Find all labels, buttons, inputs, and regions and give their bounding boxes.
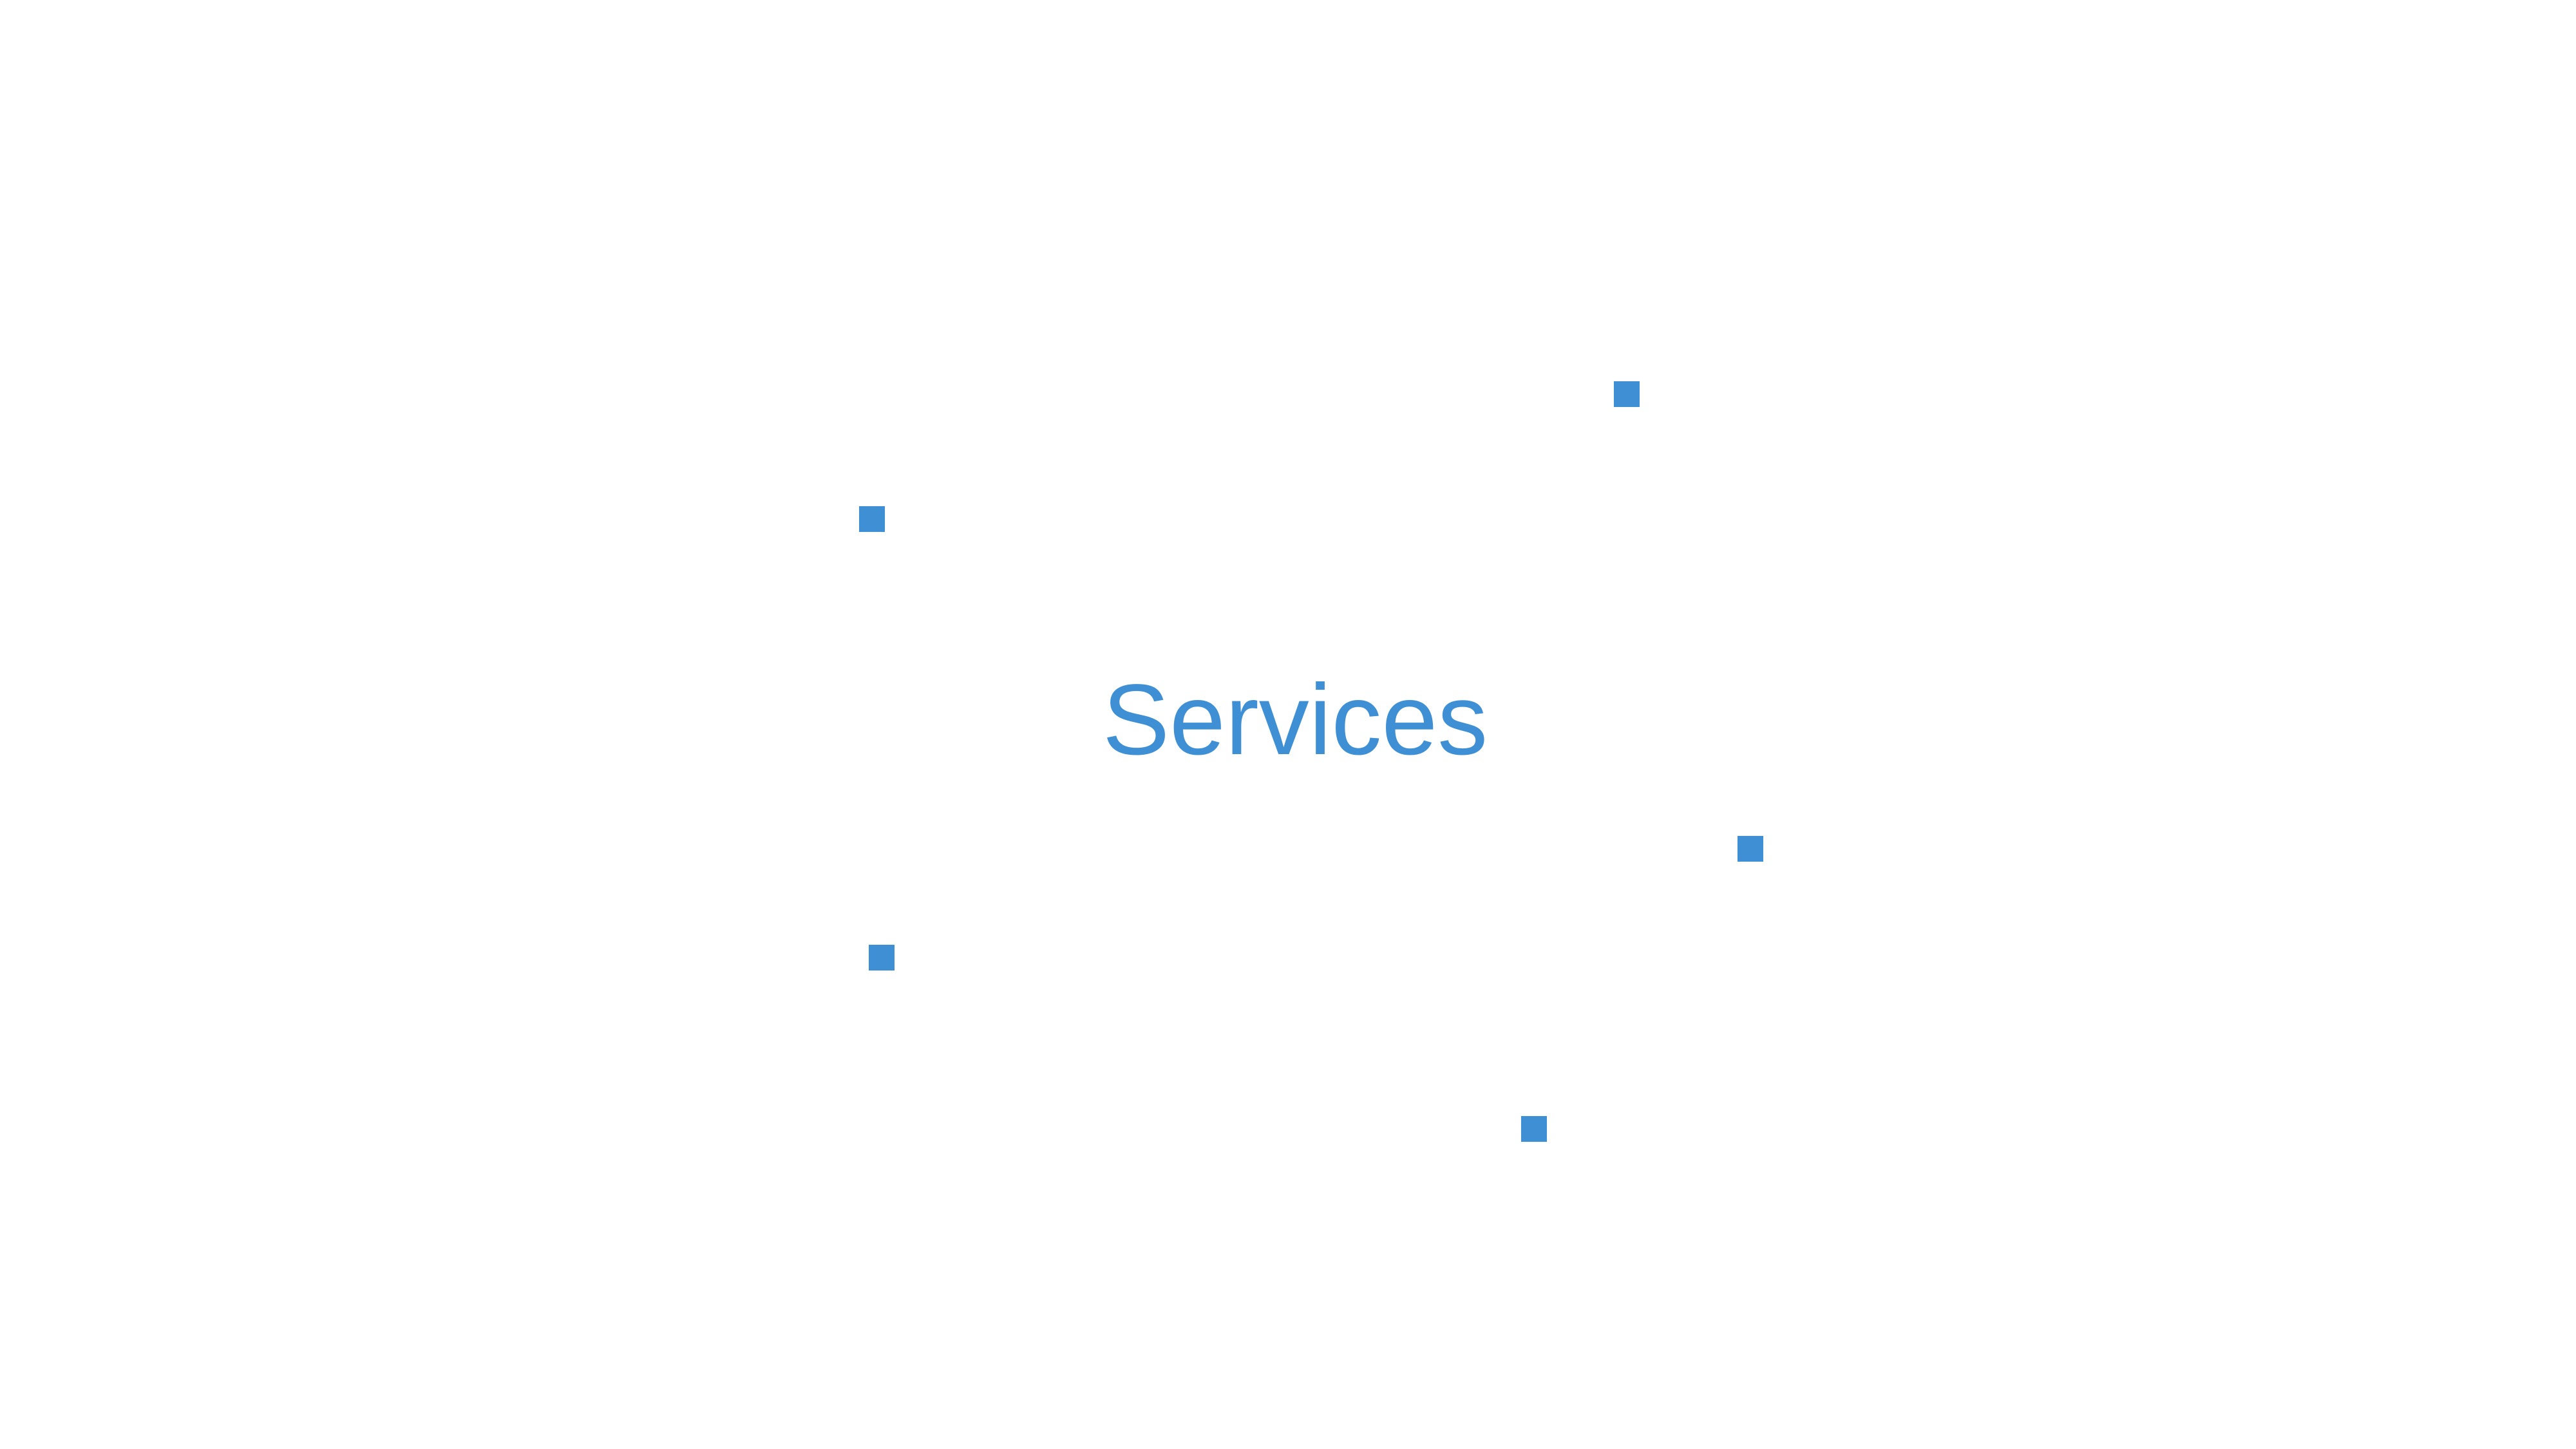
node-marker: [1738, 836, 1763, 862]
center-label: Services: [1103, 664, 1488, 776]
node-marker: [869, 945, 895, 971]
node-marker: [1614, 381, 1640, 407]
node-marker: [859, 506, 885, 532]
node-marker: [1521, 1116, 1547, 1142]
